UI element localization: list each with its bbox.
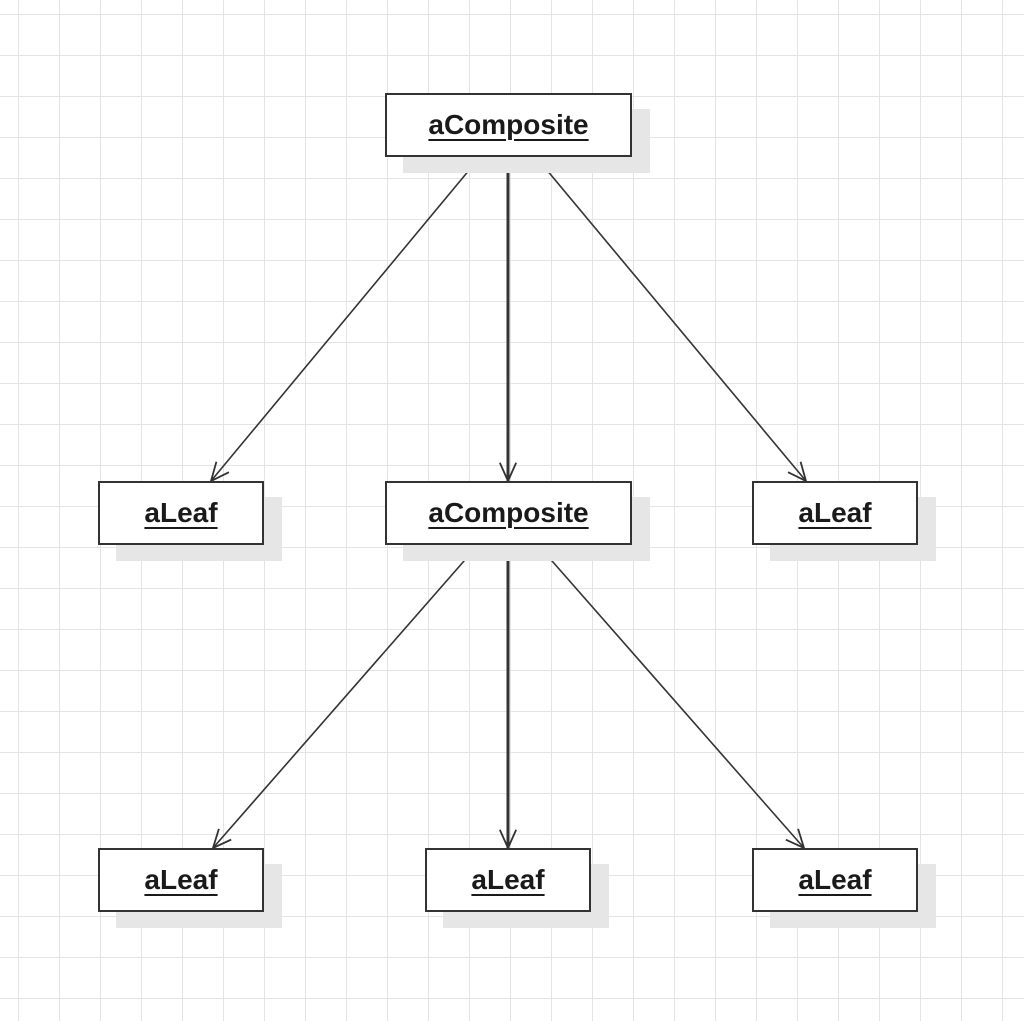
connector-arrow xyxy=(537,544,806,850)
connector-line xyxy=(210,156,481,482)
leaf-node-left[interactable]: aLeaf xyxy=(98,481,264,545)
node-label: aLeaf xyxy=(144,497,218,528)
leaf-node-right[interactable]: aLeaf xyxy=(752,481,918,545)
leaf-node-bottom-middle[interactable]: aLeaf xyxy=(425,848,591,912)
node-label: aComposite xyxy=(428,497,589,528)
connector-arrow xyxy=(499,157,517,484)
connector-arrow xyxy=(211,544,479,850)
leaf-node-bottom-left[interactable]: aLeaf xyxy=(98,848,264,912)
connector-arrow xyxy=(535,156,808,483)
node-label: aLeaf xyxy=(144,864,218,895)
node-label: aLeaf xyxy=(798,864,872,895)
connector-arrow xyxy=(499,545,517,851)
connector-line xyxy=(535,156,807,482)
node-label: aComposite xyxy=(428,109,589,140)
connector-line xyxy=(537,544,805,849)
node-label: aLeaf xyxy=(798,497,872,528)
leaf-node-bottom-right[interactable]: aLeaf xyxy=(752,848,918,912)
root-composite-node[interactable]: aComposite xyxy=(385,93,632,157)
connector-line xyxy=(212,544,479,849)
connector-arrow xyxy=(209,156,481,483)
child-composite-node[interactable]: aComposite xyxy=(385,481,632,545)
node-label: aLeaf xyxy=(471,864,545,895)
